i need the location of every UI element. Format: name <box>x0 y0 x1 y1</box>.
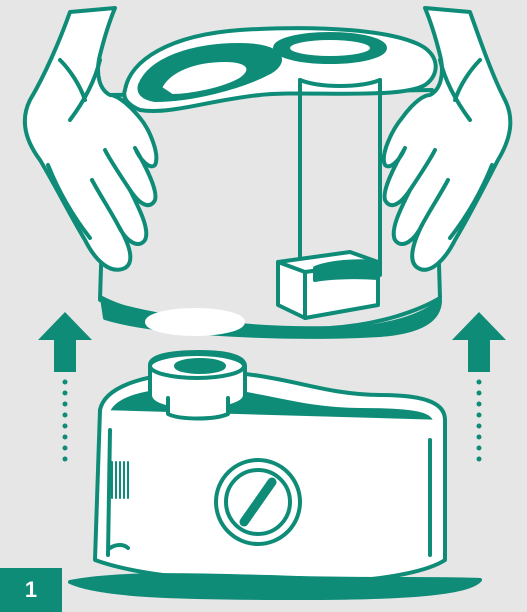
lift-arrow-left-icon <box>38 312 92 462</box>
lift-arrow-right-icon <box>452 312 506 462</box>
control-dial-icon <box>216 460 300 544</box>
left-hand-icon <box>25 8 157 270</box>
step-number-badge: 1 <box>0 568 62 612</box>
